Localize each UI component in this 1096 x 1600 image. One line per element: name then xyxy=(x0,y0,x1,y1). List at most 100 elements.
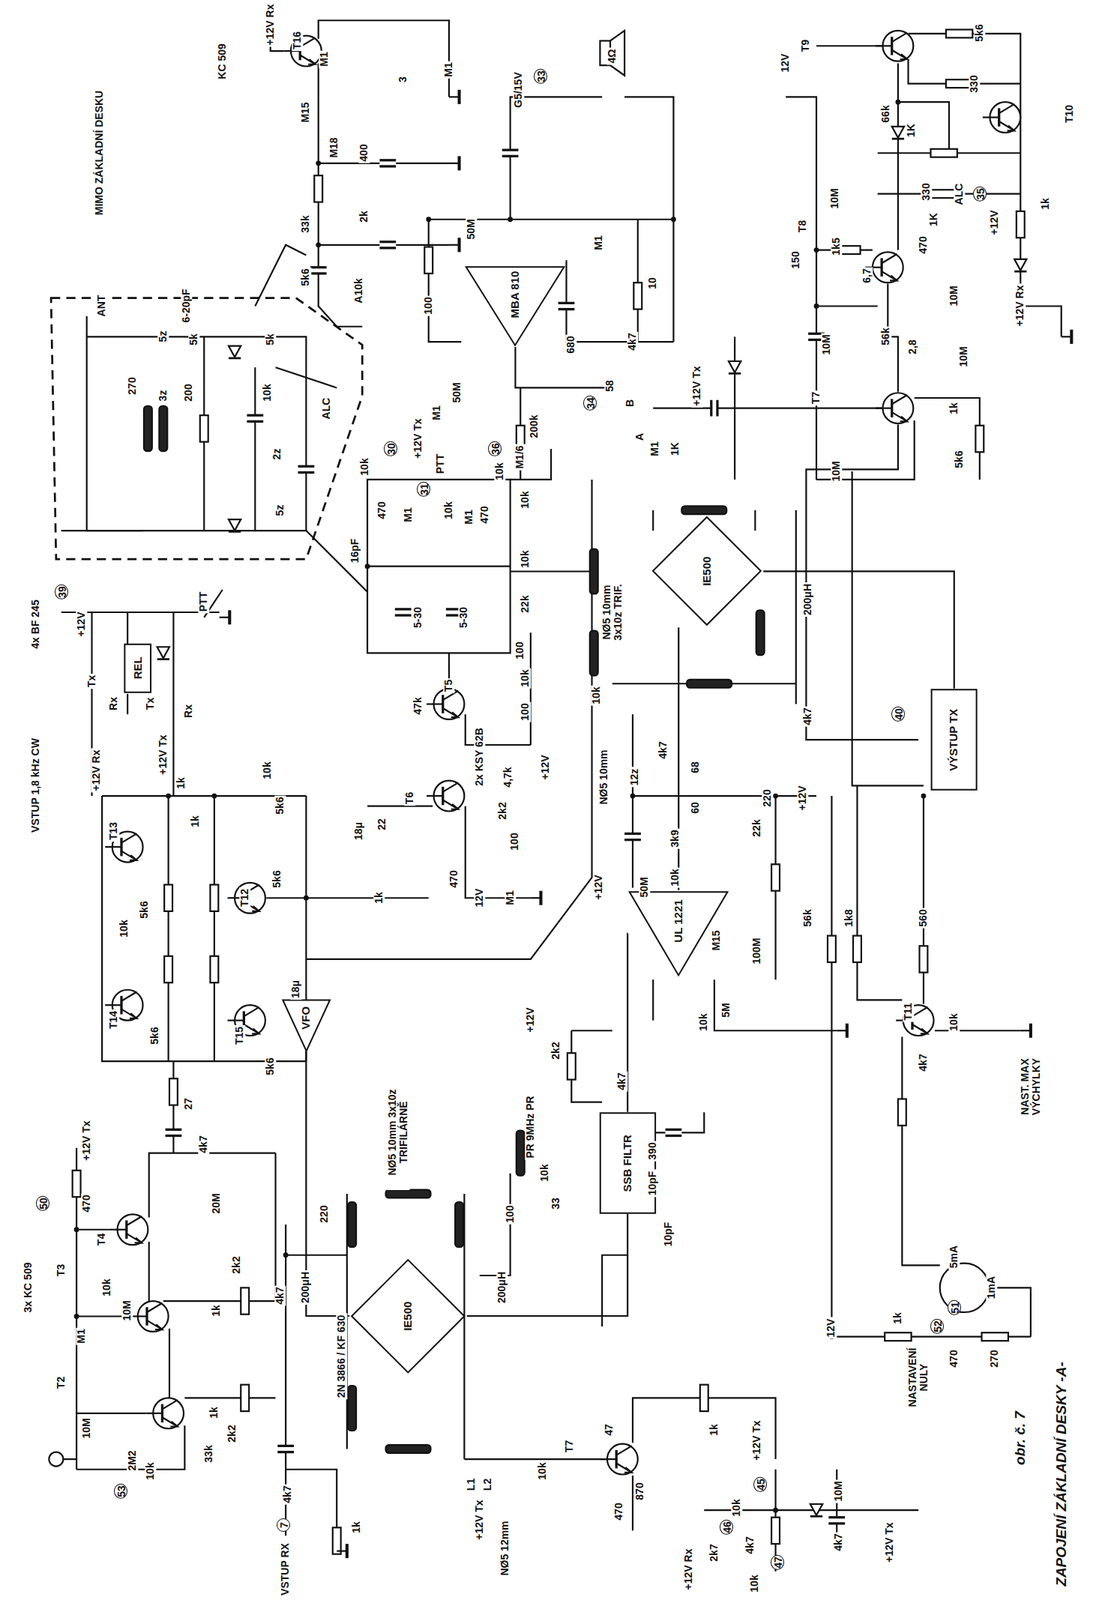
component-symbol xyxy=(895,1005,934,1037)
component-symbol xyxy=(756,610,765,656)
component-label: M1 xyxy=(649,440,661,458)
component-symbol xyxy=(424,247,433,274)
component-symbol xyxy=(875,30,914,62)
component-label: Rx xyxy=(182,703,195,720)
component-symbol xyxy=(426,688,465,720)
component-symbol xyxy=(72,1170,81,1198)
component-label: 470 xyxy=(80,1194,93,1215)
component-symbol xyxy=(379,242,396,249)
component-symbol xyxy=(898,1098,907,1126)
component-label: 470 xyxy=(479,505,491,526)
node-outline-shape xyxy=(629,892,728,976)
wire xyxy=(101,796,306,1062)
component-symbol xyxy=(209,956,219,983)
component-symbol xyxy=(347,1202,357,1248)
component-label: T11 xyxy=(902,1002,914,1023)
component-label: 470 xyxy=(448,869,460,890)
component-symbol xyxy=(143,406,153,452)
component-symbol xyxy=(227,883,266,914)
junction-dot xyxy=(315,160,321,166)
component-label: 1k xyxy=(176,776,188,792)
wire xyxy=(571,1030,612,1032)
wire xyxy=(428,219,462,342)
callout-number: 50 xyxy=(35,1196,50,1212)
component-symbol xyxy=(449,89,460,105)
component-label: 4k7 xyxy=(198,1134,210,1156)
component-label: 10k xyxy=(101,1277,113,1298)
node-outline-shape xyxy=(124,644,151,693)
component-label: 10k xyxy=(519,548,531,569)
component-label: 3k9 xyxy=(669,828,681,849)
component-label: 2,8 xyxy=(907,338,920,356)
component-label: 56k xyxy=(880,326,892,348)
wire xyxy=(901,1036,940,1266)
component-label: 4k7 xyxy=(281,1485,294,1506)
junction-dot xyxy=(315,242,321,248)
component-label: 200μH xyxy=(496,1270,508,1306)
component-label: 150 xyxy=(790,249,802,270)
component-label: 330 xyxy=(968,73,980,94)
wire xyxy=(624,96,674,219)
wire xyxy=(856,785,902,1001)
wire xyxy=(318,20,450,97)
component-label: M1/6 xyxy=(515,443,527,471)
component-symbol xyxy=(530,891,542,906)
component-symbol xyxy=(164,956,173,983)
component-label: 5M xyxy=(721,1001,733,1019)
component-label: 5k6 xyxy=(973,22,986,43)
component-label: 10M xyxy=(829,187,841,211)
component-symbol xyxy=(975,425,984,453)
component-label: NAST. MAX VÝCHYLKY xyxy=(1018,1044,1043,1130)
component-label: 10k xyxy=(730,1497,743,1519)
wire xyxy=(56,20,1062,1573)
component-label: 10M xyxy=(958,345,971,369)
junction-dot xyxy=(895,99,902,105)
component-symbol xyxy=(277,1446,294,1453)
wire xyxy=(367,565,511,568)
callout-number: 35 xyxy=(973,186,987,202)
component-label: 12V xyxy=(473,886,486,909)
component-label: 4k7 xyxy=(832,1533,845,1554)
callout-number: 34 xyxy=(583,395,597,411)
component-symbol xyxy=(1061,329,1073,345)
node-label: MBA 810 xyxy=(509,271,522,319)
connector-wire xyxy=(763,571,955,689)
wire xyxy=(852,471,924,786)
component-label: +12V Tx xyxy=(157,733,169,777)
component-label: M1 xyxy=(443,60,455,78)
component-symbol xyxy=(516,1131,525,1177)
amplifier-block: VFO xyxy=(281,999,331,1053)
component-label: 6,7 xyxy=(861,266,873,285)
component-label: A10k xyxy=(353,276,365,305)
component-label: T9 xyxy=(800,38,812,54)
wire xyxy=(785,96,817,480)
component-label: 10k xyxy=(118,918,130,939)
component-label: +12V Rx xyxy=(682,1547,695,1592)
node-label: VÝSTUP TX xyxy=(948,708,962,771)
component-symbol xyxy=(567,1053,576,1080)
component-label: T12 xyxy=(239,887,251,909)
callout-number: 52 xyxy=(930,1319,944,1335)
component-symbol xyxy=(209,885,219,912)
node-outline-shape xyxy=(931,689,977,790)
component-label: NØ5 12mm xyxy=(499,1520,511,1579)
junction-dot xyxy=(165,793,171,800)
component-label: 56k xyxy=(802,907,814,929)
junction-dot xyxy=(670,216,677,222)
wire xyxy=(148,1242,150,1305)
component-label: 1K xyxy=(928,211,940,228)
off-board-outline xyxy=(50,298,363,560)
component-label: 10k xyxy=(261,382,273,403)
component-label: 66k xyxy=(880,104,892,125)
component-label: 1k xyxy=(208,1406,220,1422)
component-label: T6 xyxy=(404,790,417,806)
wire xyxy=(464,1458,606,1461)
component-label: 1k xyxy=(190,814,202,830)
component-label: T2 xyxy=(55,1374,67,1390)
wire xyxy=(914,398,980,480)
component-symbol xyxy=(157,646,170,659)
component-label: T15 xyxy=(233,1025,246,1047)
component-symbol xyxy=(426,781,465,812)
